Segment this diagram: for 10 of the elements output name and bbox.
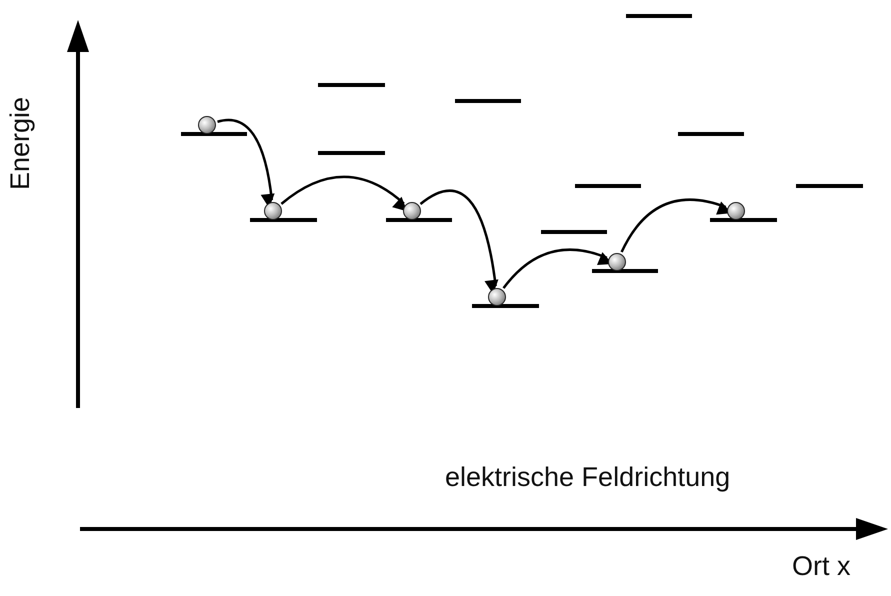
electron-ball bbox=[403, 202, 421, 220]
axis-label: Ort x bbox=[792, 551, 850, 582]
electron-ball bbox=[608, 253, 626, 271]
electron-ball bbox=[264, 202, 282, 220]
axis-label: elektrische Feldrichtung bbox=[445, 462, 730, 493]
axis-label: Energie bbox=[5, 96, 36, 190]
hopping-arrow bbox=[280, 176, 408, 212]
electron-ball bbox=[198, 116, 216, 134]
electron-ball bbox=[488, 288, 506, 306]
electron-ball bbox=[727, 202, 745, 220]
